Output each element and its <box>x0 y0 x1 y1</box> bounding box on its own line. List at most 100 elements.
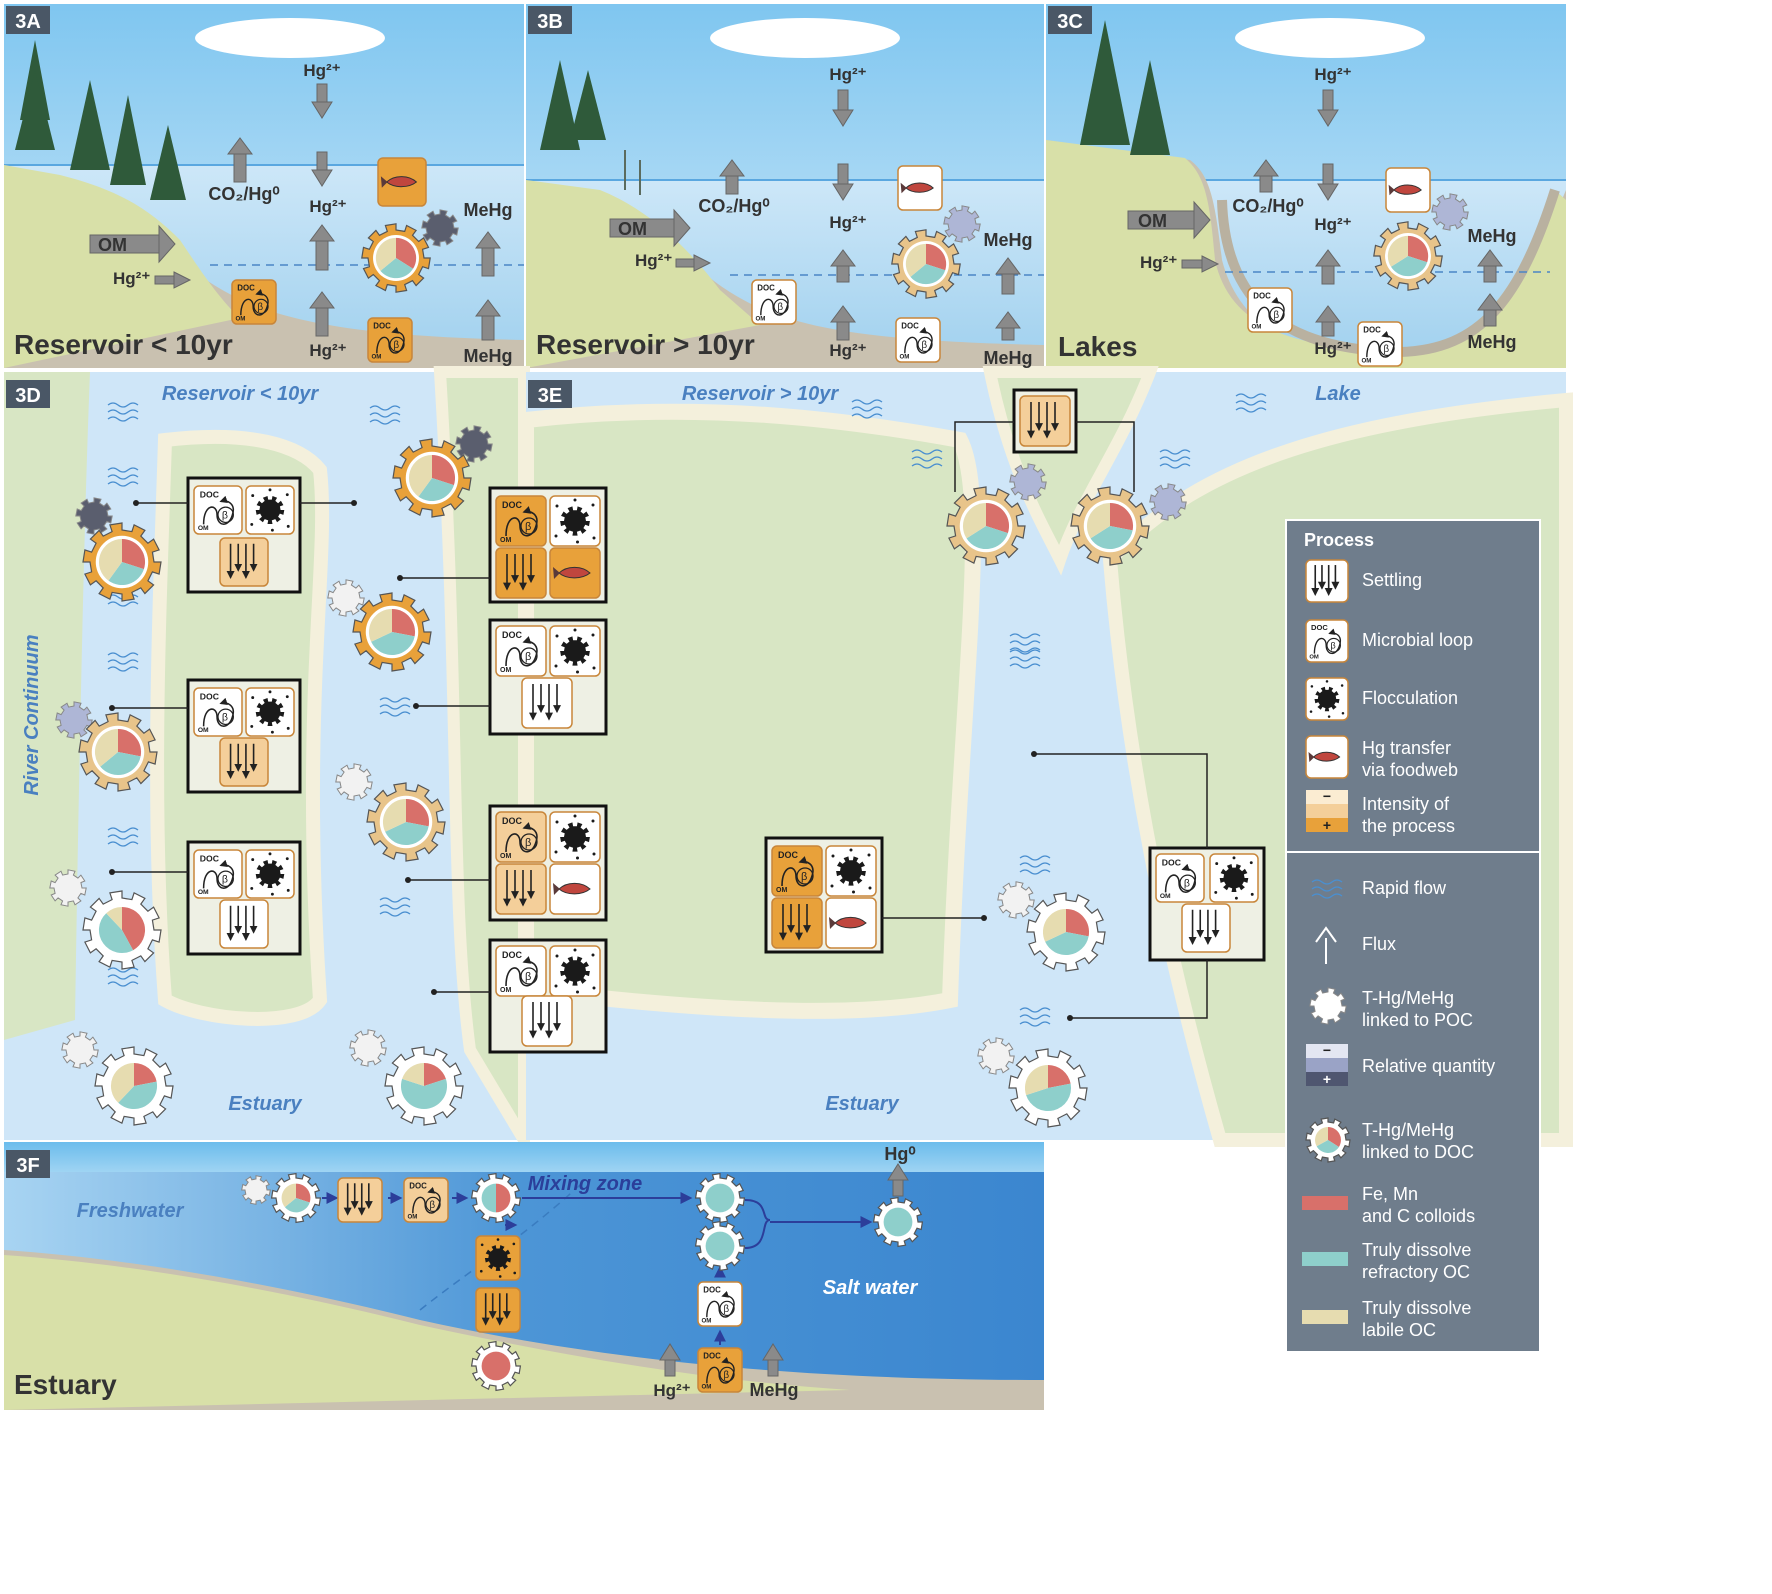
flux-arrow-icon <box>1315 305 1341 337</box>
beta-text: β <box>222 510 228 522</box>
beta-circle <box>217 870 234 888</box>
tile-bg <box>697 1281 743 1327</box>
fish-icon <box>1305 735 1349 779</box>
arrow-shaft <box>1321 263 1335 285</box>
beta-circle <box>520 517 538 535</box>
legend-item-label: Rapid flow <box>1362 878 1447 898</box>
floc-blob <box>255 860 285 888</box>
pie-slice <box>481 1183 496 1213</box>
callout-dot <box>1067 1015 1073 1021</box>
flocculation-icon <box>475 1235 521 1281</box>
doc-gear-icon <box>78 712 158 792</box>
floc-dot <box>591 819 595 823</box>
doc-text: DOC <box>703 1352 721 1361</box>
floc-dot <box>576 990 579 994</box>
tile-bg <box>895 317 941 363</box>
floc-blob <box>255 496 285 524</box>
poc-gear-icon <box>335 763 373 801</box>
co2-label: CO₂/Hg⁰ <box>1232 196 1303 216</box>
arrow-head <box>173 271 192 289</box>
arrow-head <box>309 291 335 309</box>
arrow-shaft <box>154 275 177 285</box>
hg2-label: Hg²⁺ <box>309 341 346 360</box>
doc-gear-icon <box>270 1172 322 1224</box>
flux-arrow-icon <box>1253 159 1279 193</box>
flux-arrow-icon <box>1181 255 1220 273</box>
callout-dot <box>413 703 419 709</box>
floc-dot <box>268 690 272 694</box>
wave-line <box>1311 879 1343 885</box>
arrow-head <box>995 311 1021 329</box>
wave-line <box>1311 886 1343 892</box>
callout-dot <box>133 500 139 506</box>
settling-icon <box>495 863 547 915</box>
poc-gear-icon <box>75 497 113 535</box>
floc-dot <box>286 726 290 730</box>
settling-icon <box>521 677 573 729</box>
pie-slice <box>1110 502 1134 531</box>
rapid-flow-icon <box>107 967 139 987</box>
loop-path <box>202 697 235 727</box>
om-text: OM <box>1160 893 1171 900</box>
beta-text: β <box>1384 344 1390 355</box>
pie-slice <box>1066 908 1090 937</box>
floc-dot <box>1327 715 1331 718</box>
legend-item-label: Settling <box>1362 570 1422 590</box>
poc-gear-icon <box>1009 463 1047 501</box>
om-text: OM <box>198 727 209 734</box>
loop-path <box>412 1186 441 1214</box>
mehg-label: MeHg <box>1468 332 1517 352</box>
scale-minus: − <box>1323 788 1331 804</box>
doc-gear-icon <box>384 1046 464 1126</box>
beta-text: β <box>525 651 531 663</box>
flocculation-icon <box>549 945 601 997</box>
doc-text: DOC <box>200 854 219 864</box>
floc-dot <box>554 534 558 538</box>
beta-text: β <box>778 302 784 313</box>
flux-arrow-icon <box>227 137 253 183</box>
legend-item-label: Flux <box>1362 934 1396 954</box>
rapid-flow-icon <box>1019 855 1051 875</box>
hg2-label: Hg²⁺ <box>829 341 866 360</box>
pie-slice <box>284 1198 310 1213</box>
pie-slice <box>406 798 430 827</box>
arrow-head <box>832 109 854 127</box>
settling-icon <box>1305 559 1349 603</box>
legend-line: Microbial loop <box>1362 630 1473 650</box>
beta-circle <box>217 708 234 726</box>
wave-line <box>379 697 411 703</box>
floc-dot <box>576 670 579 674</box>
flux-arrow-icon <box>311 151 333 187</box>
flux-arrow-icon <box>309 291 335 337</box>
floc-dot <box>250 886 254 890</box>
rapid-flow-icon <box>851 399 883 419</box>
pie-slice <box>1315 1127 1328 1147</box>
callout-dot <box>109 705 115 711</box>
pie-slice <box>122 538 146 570</box>
floc-dot <box>591 953 595 957</box>
pie-slice <box>118 1081 158 1110</box>
wave-line <box>369 405 401 411</box>
pie-slice <box>1026 1083 1072 1112</box>
loop-path <box>505 636 538 667</box>
om-text: OM <box>702 1383 712 1390</box>
wave-line <box>379 911 411 917</box>
tile-bg <box>1181 903 1231 953</box>
arrow-shaft <box>725 173 739 195</box>
wave-line <box>851 413 883 419</box>
arrow-head <box>995 257 1021 275</box>
wave-line <box>369 412 401 418</box>
arrow-shaft <box>481 313 495 341</box>
beta-text: β <box>525 837 531 849</box>
om-text: OM <box>500 853 511 860</box>
om-text: OM <box>500 987 511 994</box>
refractory-swatch <box>1302 1252 1348 1266</box>
poc-gear-icon <box>455 425 493 463</box>
arrow-head <box>1193 200 1211 240</box>
wave-line <box>1019 869 1051 875</box>
